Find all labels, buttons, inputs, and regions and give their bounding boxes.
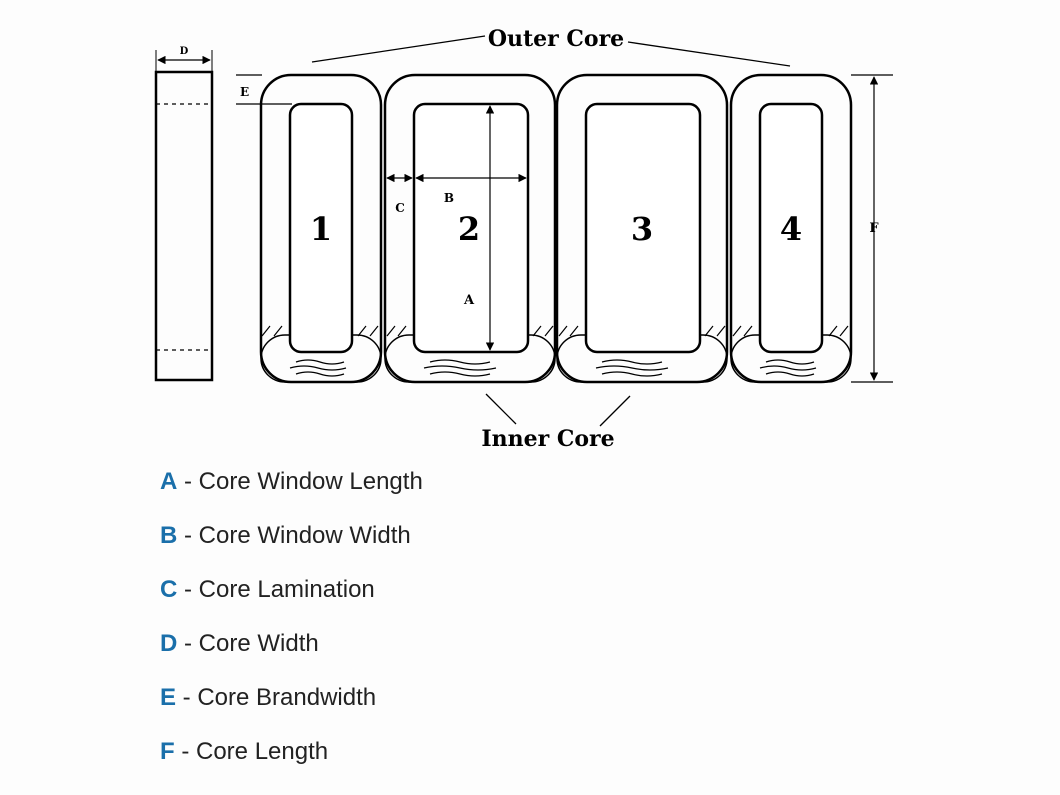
legend-separator: - — [174, 738, 196, 765]
core-3: 3 — [555, 73, 729, 384]
dim-label-e: E — [240, 85, 249, 99]
dimension-c: C — [386, 173, 413, 215]
side-view-outline — [154, 70, 214, 382]
outer-core-leader-right — [627, 41, 791, 67]
outer-core-callout: Outer Core — [311, 26, 791, 67]
legend-key: C — [160, 576, 178, 603]
core-1: 1 — [259, 73, 383, 384]
legend-item-f: F - Core Length — [160, 738, 423, 792]
dimension-b: B — [415, 173, 527, 205]
core-2-window — [412, 102, 530, 354]
legend-item-b: B - Core Window Width — [160, 522, 423, 576]
legend-text: Core Window Width — [198, 522, 411, 549]
legend-separator: - — [177, 576, 199, 603]
legend-separator: - — [177, 468, 199, 495]
legend-key: E — [160, 684, 177, 711]
core-3-number: 3 — [631, 210, 653, 248]
transformer-core-diagram: D Outer Core 1 2 3 4 — [154, 26, 893, 452]
legend-item-a: A - Core Window Length — [160, 468, 423, 522]
legend-item-e: E - Core Brandwidth — [160, 684, 423, 738]
legend-item-d: D - Core Width — [160, 630, 423, 684]
core-4-hatch — [732, 325, 849, 337]
outer-core-leader-left — [311, 35, 486, 63]
core-1-hatch — [261, 325, 379, 337]
core-1-window — [288, 102, 354, 354]
legend-key: F — [160, 738, 175, 765]
legend-key: D — [160, 630, 178, 657]
core-1-number: 1 — [310, 210, 332, 248]
core-2-number: 2 — [458, 210, 480, 248]
legend-separator: - — [176, 684, 198, 711]
core-4-window — [758, 102, 824, 354]
core-4-number: 4 — [780, 210, 802, 248]
core-4-texture — [759, 359, 817, 377]
core-2: 2 — [383, 73, 557, 384]
dimension-f: F — [851, 74, 893, 383]
legend-separator: - — [177, 630, 199, 657]
dimension-a: A — [463, 105, 495, 351]
inner-core-callout: Inner Core — [481, 393, 631, 452]
inner-core-leader-left — [485, 393, 517, 425]
legend-text: Core Window Length — [198, 468, 423, 495]
legend-item-c: C - Core Lamination — [160, 576, 423, 630]
side-view: D — [154, 46, 214, 382]
dim-label-a: A — [463, 293, 475, 308]
core-4: 4 — [729, 73, 853, 384]
core-3-hatch — [558, 325, 726, 337]
core-2-texture — [423, 359, 497, 377]
dim-label-c: C — [395, 201, 405, 215]
core-2-hatch — [386, 325, 554, 337]
core-3-texture — [595, 359, 669, 377]
legend-text: Core Width — [198, 630, 319, 657]
dimension-e: E — [236, 74, 292, 105]
legend-separator: - — [177, 522, 199, 549]
legend-text: Core Brandwidth — [197, 684, 377, 711]
legend-key: A — [160, 468, 178, 495]
inner-core-leader-right — [599, 395, 631, 427]
outer-core-label: Outer Core — [488, 26, 624, 52]
dim-label-f: F — [869, 221, 879, 236]
inner-core-label: Inner Core — [481, 426, 614, 452]
legend-text: Core Lamination — [198, 576, 375, 603]
dimension-legend: A - Core Window Length B - Core Window W… — [160, 468, 423, 792]
core-3-window — [584, 102, 702, 354]
legend-text: Core Length — [196, 738, 329, 765]
legend-key: B — [160, 522, 178, 549]
core-1-texture — [289, 359, 347, 377]
dim-label-d: D — [180, 46, 189, 57]
dim-label-b: B — [444, 191, 454, 205]
